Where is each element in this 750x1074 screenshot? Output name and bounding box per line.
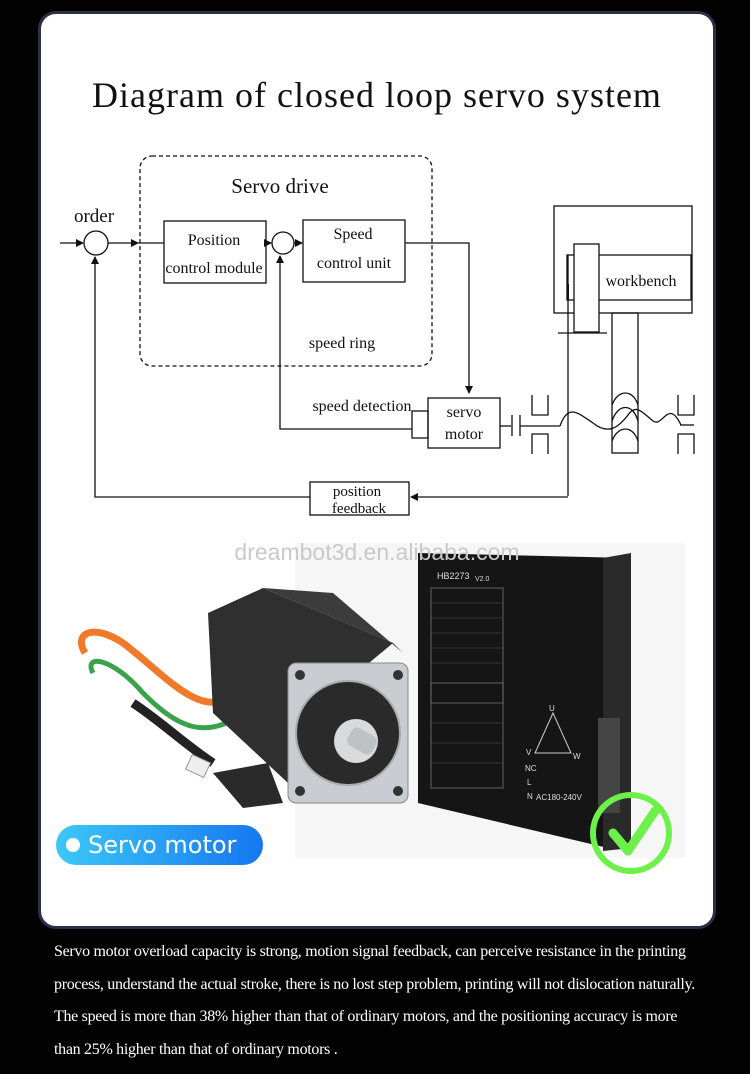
bullet-icon (66, 838, 80, 852)
content-card: Diagram of closed loop servo system (38, 11, 716, 929)
watermark: dreambot3d.en.alibaba.com (234, 539, 520, 565)
workbench (566, 254, 692, 301)
speed-detection-label: speed detection (312, 398, 411, 415)
svg-text:N: N (527, 792, 533, 801)
svg-text:V: V (526, 748, 532, 757)
badge-label: Servo motor (88, 831, 237, 859)
svg-text:V2.0: V2.0 (475, 576, 490, 583)
order-label: order (74, 206, 115, 227)
speed-sensor-box (411, 410, 429, 439)
position-feedback-box (309, 481, 410, 516)
position-feedback-text-2: feedback (332, 501, 387, 517)
svg-text:AC180-240V: AC180-240V (536, 793, 582, 802)
servo-drive-boundary (139, 155, 433, 367)
speed-ring-label: speed ring (309, 335, 375, 352)
servo-motor-image (78, 588, 409, 808)
position-feedback-text-1: position (333, 484, 382, 500)
svg-text:NC: NC (525, 764, 537, 773)
page-title: Diagram of closed loop servo system (92, 75, 662, 115)
svg-text:HB2273: HB2273 (437, 571, 470, 581)
servo-drive-label: Servo drive (231, 174, 328, 198)
speed-control-text-1: Speed (333, 226, 372, 243)
speed-control-text-2: control unit (317, 255, 392, 272)
workbench-frame (553, 205, 693, 314)
servo-loop-diagram: Servo drive order Position control modul… (60, 155, 695, 517)
check-circle-icon (590, 792, 672, 874)
speed-control-unit (302, 219, 406, 283)
position-control-module (163, 220, 267, 284)
servo-motor-text-1: servo (447, 404, 482, 421)
description-text: Servo motor overload capacity is strong,… (54, 943, 695, 1058)
svg-text:W: W (573, 752, 581, 761)
servo-motor-text-2: motor (445, 426, 484, 443)
workbench-label: workbench (605, 273, 676, 290)
position-control-text-2: control module (165, 260, 262, 277)
svg-text:L: L (527, 778, 532, 787)
servo-motor-badge: Servo motor (56, 825, 263, 865)
position-control-text-1: Position (188, 232, 240, 249)
product-photo: HB2273 V2.0 U V W NC L N AC180-240V (78, 553, 672, 874)
svg-text:U: U (549, 704, 555, 713)
servo-driver-image: HB2273 V2.0 U V W NC L N AC180-240V (418, 553, 631, 851)
